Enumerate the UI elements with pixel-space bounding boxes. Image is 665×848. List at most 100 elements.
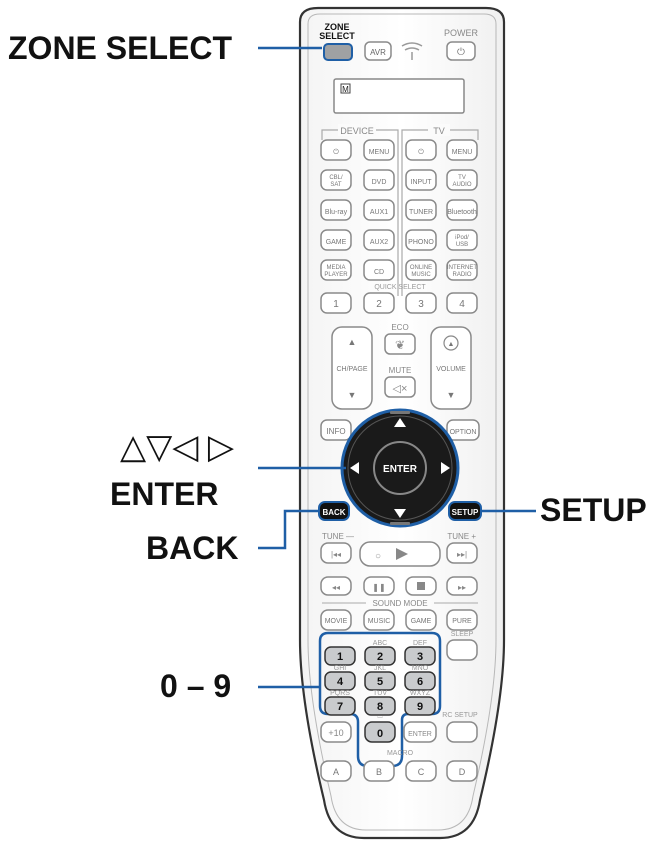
source-button-r3-c3[interactable] <box>446 229 478 251</box>
fast-forward-button[interactable] <box>446 576 478 596</box>
sleep-button[interactable] <box>446 639 478 661</box>
source-button-label: ⏻ <box>418 148 424 156</box>
source-button-r4-c1[interactable] <box>363 259 395 281</box>
keypad-letters: ABC <box>373 640 387 647</box>
zero-button[interactable] <box>364 721 396 743</box>
source-button-r0-c2[interactable] <box>405 139 437 161</box>
source-button-r2-c2[interactable] <box>405 199 437 221</box>
play-icon <box>396 548 408 560</box>
digit-button-4[interactable] <box>324 671 356 691</box>
sound-mode-label: SOUND MODE <box>372 599 427 608</box>
dpad-inner-ring <box>347 415 453 521</box>
source-button-r2-c0[interactable] <box>320 199 352 221</box>
source-button-label: ONLINE <box>410 265 432 271</box>
setup-button[interactable] <box>448 501 482 521</box>
digit-button-1[interactable] <box>324 646 356 666</box>
source-button-label: INPUT <box>411 179 433 186</box>
rc-setup-button[interactable] <box>446 721 478 743</box>
macro-button-b[interactable] <box>363 760 395 782</box>
power-button[interactable] <box>446 41 476 61</box>
source-button-r4-c0[interactable] <box>320 259 352 281</box>
source-button-label: MENU <box>452 149 473 156</box>
digit-label: 9 <box>417 701 423 713</box>
macro-label: MACRO <box>387 750 414 757</box>
source-button-r3-c0[interactable] <box>320 229 352 251</box>
rc-setup-label: RC SETUP <box>442 712 478 719</box>
source-button-label: INTERNET <box>447 265 477 271</box>
digit-button-7[interactable] <box>324 696 356 716</box>
tune-plus-label: TUNE + <box>447 532 476 541</box>
source-button-label: SAT <box>330 182 342 188</box>
digit-button-2[interactable] <box>364 646 396 666</box>
macro-label: D <box>459 767 466 777</box>
digit-button-5[interactable] <box>364 671 396 691</box>
digit-button-9[interactable] <box>404 696 436 716</box>
fast-forward-icon: ▸▸ <box>458 583 466 592</box>
mute-label: MUTE <box>389 366 412 375</box>
source-button-r1-c1[interactable] <box>363 169 395 191</box>
source-button-r4-c2[interactable] <box>405 259 437 281</box>
sound-mode-button-movie[interactable] <box>320 609 352 631</box>
digit-button-6[interactable] <box>404 671 436 691</box>
macro-button-a[interactable] <box>320 760 352 782</box>
sound-mode-button-pure[interactable] <box>446 609 478 631</box>
avr-button[interactable] <box>364 41 392 61</box>
pause-icon: ❚❚ <box>372 583 385 592</box>
keypad-letters: TUV <box>373 690 387 697</box>
quick-select-button-3[interactable] <box>405 292 437 314</box>
macro-label: A <box>333 767 339 777</box>
source-button-r1-c0[interactable] <box>320 169 352 191</box>
eco-button[interactable] <box>384 333 416 355</box>
macro-label: C <box>418 767 425 777</box>
macro-button-d[interactable] <box>446 760 478 782</box>
volume-up-arrow: ▲ <box>448 341 455 348</box>
source-button-label: AUX2 <box>370 239 388 246</box>
sound-mode-button-music[interactable] <box>363 609 395 631</box>
zone-select-callout: ZONE SELECT <box>8 30 233 66</box>
source-button-label: DVD <box>372 179 387 186</box>
sound-mode-button-game[interactable] <box>405 609 437 631</box>
plus10-button[interactable] <box>320 721 352 743</box>
source-button-r1-c2[interactable] <box>405 169 437 191</box>
digit-button-8[interactable] <box>364 696 396 716</box>
quick-select-button-4[interactable] <box>446 292 478 314</box>
quick-select-button-2[interactable] <box>363 292 395 314</box>
macro-button-c[interactable] <box>405 760 437 782</box>
source-button-r2-c1[interactable] <box>363 199 395 221</box>
source-button-r3-c1[interactable] <box>363 229 395 251</box>
ch-page-rocker[interactable] <box>331 326 373 410</box>
right-arrow-icon <box>441 462 450 474</box>
option-label: OPTION <box>450 429 477 436</box>
source-button-r0-c0[interactable] <box>320 139 352 161</box>
sound-mode-label: MOVIE <box>325 618 348 625</box>
setup-button-label: SETUP <box>452 508 479 517</box>
skip-back-button[interactable] <box>320 542 352 564</box>
volume-rocker[interactable] <box>430 326 472 410</box>
digit-button-3[interactable] <box>404 646 436 666</box>
zone-select-label-2: SELECT <box>319 31 355 41</box>
rewind-button[interactable] <box>320 576 352 596</box>
pause-button[interactable] <box>363 576 395 596</box>
skip-forward-button[interactable] <box>446 542 478 564</box>
avr-label: AVR <box>370 48 386 57</box>
source-button-r1-c3[interactable] <box>446 169 478 191</box>
option-button[interactable] <box>446 419 480 441</box>
source-button-label: CD <box>374 269 384 276</box>
source-button-r3-c2[interactable] <box>405 229 437 251</box>
source-button-r0-c1[interactable] <box>363 139 395 161</box>
up-arrow-icon <box>394 418 406 427</box>
source-button-r4-c3[interactable] <box>446 259 478 281</box>
mute-button[interactable] <box>384 376 416 398</box>
keypad-enter-button[interactable] <box>403 721 437 743</box>
enter-button[interactable] <box>373 441 427 495</box>
source-button-r2-c3[interactable] <box>446 199 478 221</box>
quick-select-label: QUICK SELECT <box>374 284 426 291</box>
source-button-r0-c3[interactable] <box>446 139 478 161</box>
rewind-icon: ◂◂ <box>332 583 340 592</box>
quick-select-button-1[interactable] <box>320 292 352 314</box>
info-button[interactable] <box>320 419 352 441</box>
zone-select-button[interactable] <box>323 43 353 61</box>
back-button[interactable] <box>318 501 350 521</box>
